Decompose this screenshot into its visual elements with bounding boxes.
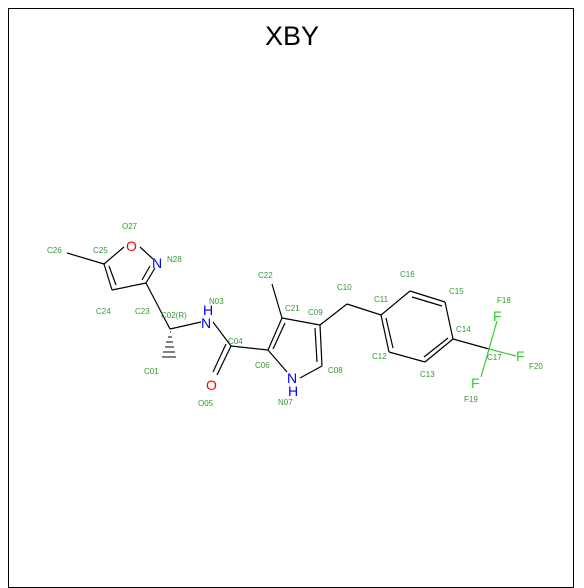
bond-c24-c25 — [103, 263, 113, 291]
label-f19: F19 — [464, 395, 478, 404]
diagram-frame: XBY — [8, 8, 574, 588]
atom-f18: F — [493, 308, 502, 324]
label-c15: C15 — [449, 287, 464, 296]
label-c22: C22 — [258, 271, 273, 280]
atom-o27: O — [126, 238, 137, 254]
label-c21: C21 — [285, 304, 300, 313]
label-o05: O05 — [198, 399, 214, 408]
label-o27: O27 — [122, 222, 138, 231]
bond-c04-o05-double — [212, 343, 227, 373]
bond-c04-c06 — [230, 345, 269, 351]
bond-c14-c13 — [424, 338, 454, 363]
label-c23: C23 — [135, 307, 150, 316]
atom-f20: F — [516, 348, 525, 364]
bond-c16-c15 — [409, 290, 446, 303]
bond-c11-c16 — [380, 290, 411, 316]
bond-c17-f19 — [480, 348, 490, 378]
label-c10: C10 — [337, 283, 352, 292]
bond-c13-c12 — [388, 351, 426, 363]
bond-c25-o27 — [103, 246, 125, 265]
bond-c06-c21 — [267, 317, 283, 351]
label-c14: C14 — [456, 325, 471, 334]
label-c17: C17 — [487, 353, 502, 362]
atom-o05: O — [206, 377, 217, 393]
bond-c09-c10 — [319, 303, 348, 326]
bond-c10-c11 — [346, 303, 382, 316]
molecule-title: XBY — [264, 21, 320, 51]
bond-c23-c24 — [111, 282, 147, 291]
fluorine-bonds — [480, 320, 517, 378]
bond-n28-c23-double — [141, 265, 151, 281]
bond-c21-c09 — [281, 317, 321, 326]
atom-n03: N — [201, 315, 211, 331]
bond-c17-f18 — [488, 320, 498, 350]
bond-c09-c08 — [319, 324, 323, 367]
label-c13: C13 — [420, 370, 435, 379]
label-n07: N07 — [278, 398, 293, 407]
bond-c26-c25 — [66, 252, 105, 265]
label-c25: C25 — [93, 246, 108, 255]
label-n28: N28 — [167, 255, 182, 264]
atom-n07-h: H — [288, 383, 298, 399]
bond-c24-c25-double — [108, 265, 117, 286]
label-c11: C11 — [374, 295, 389, 304]
bond-c02-n03 — [169, 321, 202, 330]
atom-n03-h: H — [203, 302, 213, 318]
bond-c17-f20 — [488, 348, 517, 357]
bond-o27-n28 — [139, 246, 154, 260]
bond-n07-c06 — [267, 349, 288, 373]
bond-c14-c17 — [452, 338, 490, 350]
label-c16: C16 — [400, 270, 415, 279]
bond-n28-c23 — [145, 267, 156, 284]
bond-c15-c14 — [444, 301, 454, 340]
label-f18: F18 — [497, 296, 511, 305]
bond-c08-n07 — [299, 365, 323, 379]
bond-c21-c22 — [271, 283, 283, 319]
bond-c06-c21-double — [272, 322, 286, 350]
bond-c14-c13-double — [423, 337, 449, 358]
bonds — [66, 246, 490, 379]
bond-c09-c08-double — [314, 327, 318, 363]
label-c04: C04 — [228, 337, 243, 346]
bond-c16-c15-double — [411, 296, 443, 307]
label-c24: C24 — [96, 307, 111, 316]
hashed-wedge-c02-c01 — [162, 331, 176, 358]
bond-c23-c02 — [145, 282, 171, 330]
label-c02: C02(R) — [161, 311, 187, 320]
label-c08: C08 — [328, 366, 343, 375]
bond-c12-c11-double — [385, 317, 394, 349]
label-n03: N03 — [209, 297, 224, 306]
label-c09: C09 — [308, 308, 323, 317]
bond-n03-c04 — [212, 321, 232, 347]
atom-n28: N — [152, 255, 162, 271]
bond-c12-c11 — [380, 314, 390, 353]
label-c26: C26 — [47, 246, 62, 255]
label-c06: C06 — [255, 361, 270, 370]
atom-n07: N — [287, 370, 297, 386]
label-f20: F20 — [529, 362, 543, 371]
label-c01: C01 — [144, 367, 159, 376]
label-c12: C12 — [372, 352, 387, 361]
atom-f19: F — [471, 375, 480, 391]
atom-labels: C26 C25 O27 N28 C24 C23 C02(R) N03 C04 C… — [47, 222, 543, 408]
bond-c04-o05 — [216, 345, 232, 376]
